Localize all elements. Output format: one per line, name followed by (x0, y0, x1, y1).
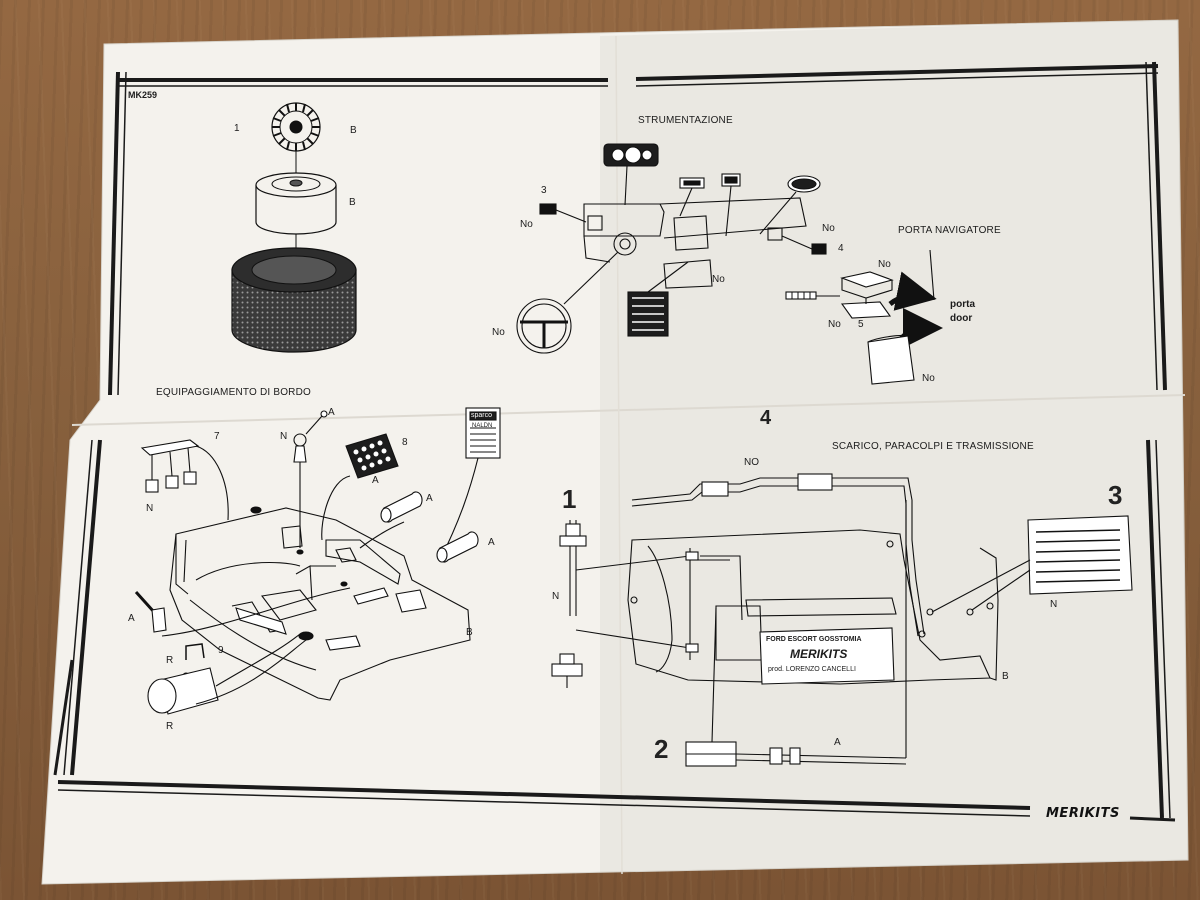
label-a-decal: A (372, 475, 379, 486)
label-b-chassis: B (1002, 671, 1009, 682)
label-no-right: No (822, 223, 835, 234)
label-a-lever: A (128, 613, 135, 624)
label-5: 5 (858, 319, 864, 330)
plaque-line1: FORD ESCORT GOSSTOMIA (766, 636, 862, 643)
label-a-shaft: A (834, 737, 841, 748)
label-no-console: No (712, 274, 725, 285)
label-no-exhaust: NO (744, 457, 759, 468)
scarico-drawing (551, 473, 1133, 767)
tyre (231, 247, 357, 353)
label-4: 4 (838, 243, 844, 254)
label-7: 7 (214, 431, 220, 442)
label-no-door: No (922, 373, 935, 384)
label-n-part1: N (552, 591, 560, 602)
label-r-bracket: R (166, 655, 174, 666)
border-frame (53, 61, 1176, 822)
section-equipaggiamento: EQUIPAGGIAMENTO DI BORDO (156, 387, 312, 398)
label-n-pedals: N (146, 503, 154, 514)
wheel-rim (255, 172, 337, 262)
label-b-hubcap: B (350, 125, 357, 136)
label-wheel-1: 1 (234, 123, 240, 134)
label-n-bumper: N (1050, 599, 1058, 610)
plaque-line3: prod. LORENZO CANCELLI (768, 666, 856, 673)
wheel-hub-cap (271, 102, 321, 180)
label-porta: porta (950, 299, 975, 310)
label-b-rim: B (349, 197, 356, 208)
label-n-gear: N (280, 431, 288, 442)
label-no-switch: No (520, 219, 533, 230)
step-number-4: 4 (760, 407, 772, 429)
dashboard-drawing (516, 143, 827, 354)
section-scarico: SCARICO, PARACOLPI E TRASMISSIONE (832, 441, 1034, 452)
equipaggiamento-drawing (134, 407, 501, 715)
paper (41, 19, 1189, 885)
section-porta-navigatore: PORTA NAVIGATORE (898, 225, 1001, 236)
label-no-steering: No (492, 327, 505, 338)
label-9: 9 (218, 645, 224, 656)
sparco-text: NALDN (472, 423, 493, 429)
label-a-gear: A (328, 407, 335, 418)
merikits-logo: MERIKITS (1046, 806, 1120, 821)
label-8: 8 (402, 437, 408, 448)
section-strumentazione: STRUMENTAZIONE (638, 115, 733, 126)
label-r-cylinder: R (166, 721, 174, 732)
label-b-floor: B (466, 627, 473, 638)
step-number-1: 1 (562, 484, 577, 514)
sparco-brand: sparco (471, 412, 493, 419)
label-no-nav: No (878, 259, 891, 270)
label-a-cyl2: A (488, 537, 495, 548)
step-number-2: 2 (654, 734, 669, 764)
label-door: door (950, 313, 973, 324)
label-no-bracket: No (828, 319, 841, 330)
label-a-cyl1: A (426, 493, 433, 504)
porta-navigatore-drawing (785, 249, 943, 385)
product-code: MK259 (128, 90, 158, 100)
step-number-3: 3 (1108, 480, 1123, 510)
plaque-line2: MERIKITS (790, 647, 848, 661)
label-3: 3 (541, 185, 547, 196)
